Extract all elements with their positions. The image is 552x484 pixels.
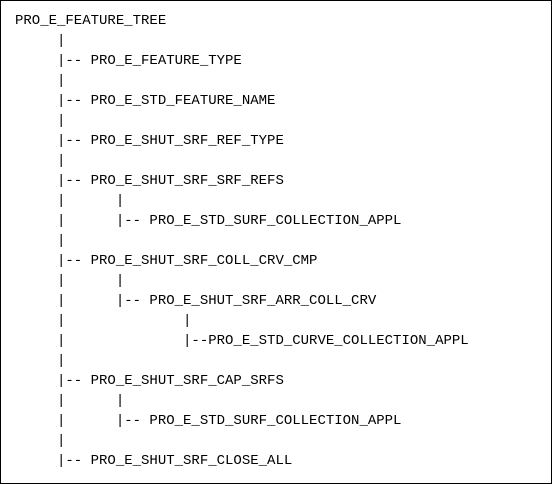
tree-connector: |: [15, 113, 66, 129]
tree-node-shut-srf-coll-crv-cmp: |-- PRO_E_SHUT_SRF_COLL_CRV_CMP: [15, 253, 318, 269]
feature-tree: PRO_E_FEATURE_TREE | |-- PRO_E_FEATURE_T…: [15, 11, 469, 471]
tree-connector: | |: [15, 193, 125, 209]
tree-connector: |: [15, 153, 66, 169]
tree-connector: | |: [15, 393, 125, 409]
tree-connector: |: [15, 353, 66, 369]
tree-node-feature-type: |-- PRO_E_FEATURE_TYPE: [15, 53, 242, 69]
tree-node-std-feature-name: |-- PRO_E_STD_FEATURE_NAME: [15, 93, 276, 109]
tree-node-shut-srf-arr-coll-crv: | |-- PRO_E_SHUT_SRF_ARR_COLL_CRV: [15, 293, 377, 309]
tree-connector: |: [15, 33, 66, 49]
tree-connector: | |: [15, 313, 192, 329]
tree-connector: |: [15, 73, 66, 89]
tree-connector: |: [15, 433, 66, 449]
tree-node-std-surf-collection-appl: | |-- PRO_E_STD_SURF_COLLECTION_APPL: [15, 413, 402, 429]
tree-connector: |: [15, 233, 66, 249]
tree-root: PRO_E_FEATURE_TREE: [15, 13, 167, 29]
tree-connector: | |: [15, 273, 125, 289]
tree-node-shut-srf-close-all: |-- PRO_E_SHUT_SRF_CLOSE_ALL: [15, 453, 293, 469]
tree-node-shut-srf-ref-type: |-- PRO_E_SHUT_SRF_REF_TYPE: [15, 133, 284, 149]
tree-node-shut-srf-srf-refs: |-- PRO_E_SHUT_SRF_SRF_REFS: [15, 173, 284, 189]
tree-node-std-curve-collection-appl: | |--PRO_E_STD_CURVE_COLLECTION_APPL: [15, 333, 469, 349]
tree-node-std-surf-collection-appl: | |-- PRO_E_STD_SURF_COLLECTION_APPL: [15, 213, 402, 229]
tree-node-shut-srf-cap-srfs: |-- PRO_E_SHUT_SRF_CAP_SRFS: [15, 373, 284, 389]
